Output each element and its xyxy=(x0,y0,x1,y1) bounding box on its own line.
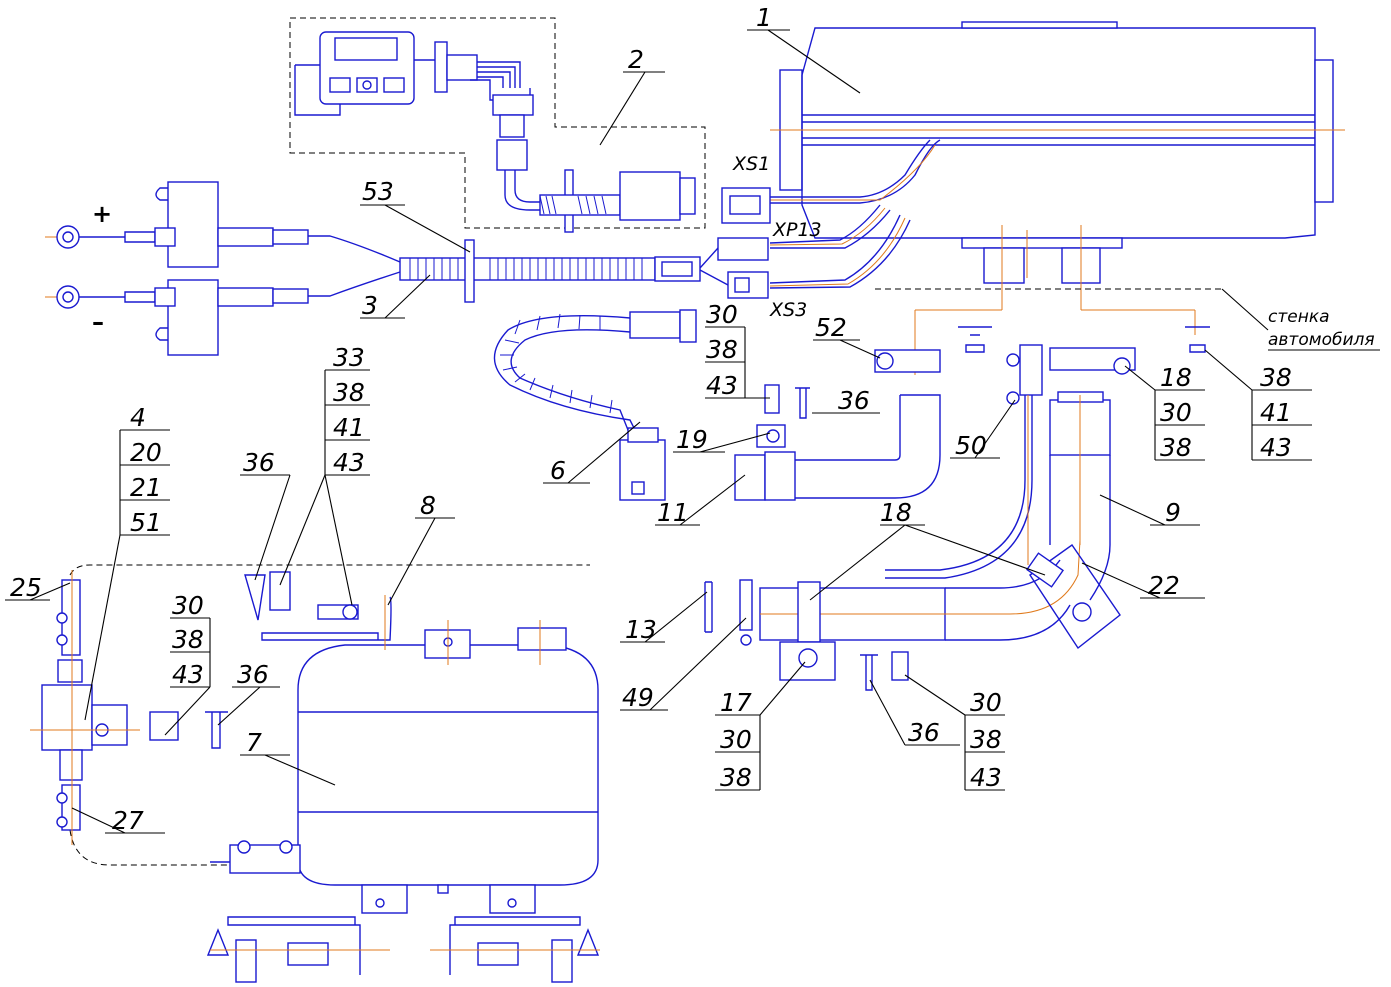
wall-caption-line1: стенка xyxy=(1268,307,1330,327)
label-38a: 38 xyxy=(333,378,365,407)
label-2: 2 xyxy=(628,45,644,74)
connector-xs3: XS3 xyxy=(769,299,807,321)
label-18b: 18 xyxy=(1160,363,1192,392)
label-19: 19 xyxy=(676,425,708,454)
pipe-assembly xyxy=(704,309,1210,691)
label-43a: 43 xyxy=(333,448,365,477)
connector-xp13: XP13 xyxy=(772,219,822,241)
label-1: 1 xyxy=(756,3,772,32)
label-36d: 36 xyxy=(908,718,940,747)
vehicle-wall xyxy=(875,288,1269,331)
label-43c: 43 xyxy=(706,371,738,400)
label-17: 17 xyxy=(720,688,752,717)
label-30e: 30 xyxy=(970,688,1002,717)
label-38b: 38 xyxy=(172,625,204,654)
label-22: 22 xyxy=(1148,571,1180,600)
label-30d: 30 xyxy=(1160,398,1192,427)
plus-sign: + xyxy=(92,200,112,228)
minus-sign: – xyxy=(92,308,104,336)
label-33: 33 xyxy=(333,343,365,372)
label-8: 8 xyxy=(420,491,436,520)
label-50: 50 xyxy=(955,431,987,460)
label-7: 7 xyxy=(246,728,262,757)
label-21: 21 xyxy=(130,473,162,502)
label-41b: 41 xyxy=(1260,398,1292,427)
label-52: 52 xyxy=(815,313,847,342)
leader-lines xyxy=(5,29,1312,834)
label-38g: 38 xyxy=(970,725,1002,754)
label-20: 20 xyxy=(130,438,162,467)
label-36b: 36 xyxy=(237,660,269,689)
label-38e: 38 xyxy=(1260,363,1292,392)
label-11: 11 xyxy=(657,498,689,527)
control-panel-group xyxy=(289,17,706,233)
label-13: 13 xyxy=(625,615,657,644)
label-38d: 38 xyxy=(720,763,752,792)
label-36a: 36 xyxy=(243,448,275,477)
label-43e: 43 xyxy=(970,763,1002,792)
label-43d: 43 xyxy=(1260,433,1292,462)
label-36c: 36 xyxy=(838,386,870,415)
label-51: 51 xyxy=(130,508,162,537)
label-18a: 18 xyxy=(880,498,912,527)
label-41a: 41 xyxy=(333,413,365,442)
label-49: 49 xyxy=(622,683,654,712)
connector-block xyxy=(717,187,771,299)
heater-unit xyxy=(769,21,1345,310)
label-43b: 43 xyxy=(172,660,204,689)
power-harness xyxy=(45,181,729,501)
label-53: 53 xyxy=(362,177,394,206)
label-30b: 30 xyxy=(706,300,738,329)
label-3: 3 xyxy=(362,291,378,320)
label-38f: 38 xyxy=(1160,433,1192,462)
label-9: 9 xyxy=(1165,498,1181,527)
part-numbers: 1 2 53 3 6 52 19 11 18 50 9 22 13 49 17 … xyxy=(10,3,1292,835)
label-30c: 30 xyxy=(720,725,752,754)
connector-xs1: XS1 xyxy=(732,153,770,175)
fuel-system xyxy=(30,564,600,983)
label-38c: 38 xyxy=(706,335,738,364)
label-6: 6 xyxy=(550,456,566,485)
label-4: 4 xyxy=(130,403,146,432)
wall-caption-line2: автомобиля xyxy=(1268,330,1375,350)
label-30a: 30 xyxy=(172,591,204,620)
label-25: 25 xyxy=(10,573,42,602)
label-27: 27 xyxy=(112,806,144,835)
